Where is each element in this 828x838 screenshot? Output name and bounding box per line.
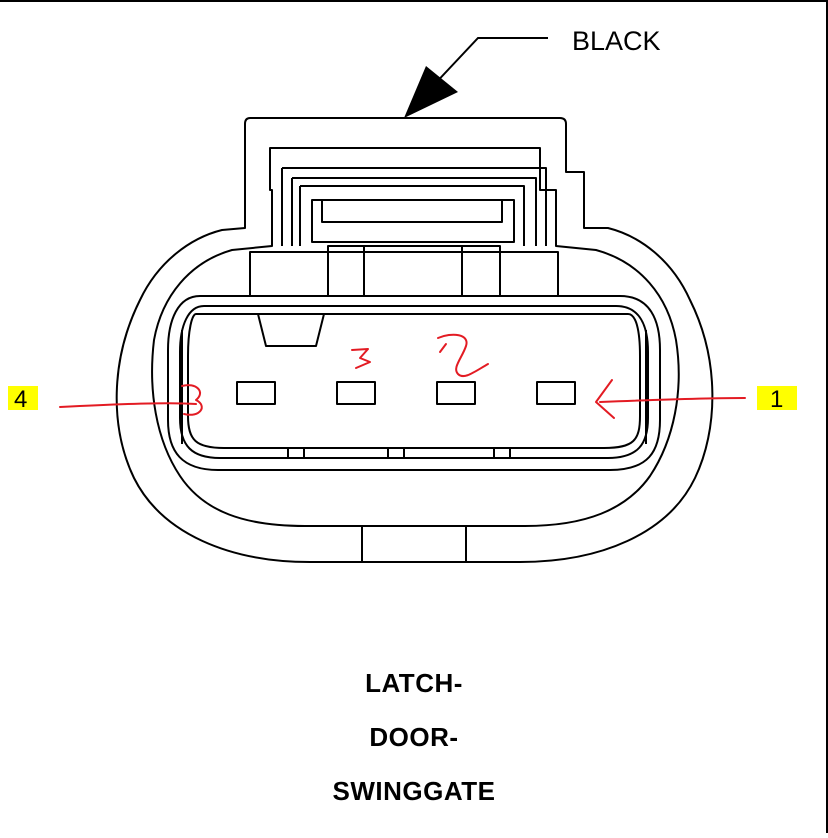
title-line-3: SWINGGATE (332, 776, 496, 806)
pin-right-highlight (757, 386, 797, 410)
housing-outer (115, 117, 714, 563)
pin-left-label: 4 (14, 386, 27, 413)
pin-cavity-2 (436, 381, 476, 405)
pin-cavity-4 (236, 381, 276, 405)
housing-inner (151, 147, 680, 527)
title-line-1: LATCH- (365, 668, 463, 698)
handwritten-2-mark (437, 333, 489, 378)
color-label: BLACK (572, 26, 661, 56)
bottom-notch (361, 526, 467, 562)
color-leader-arrow (404, 37, 548, 118)
latch-tower (281, 167, 547, 246)
arrow-to-pin-4 (59, 402, 197, 408)
title-line-2: DOOR- (369, 722, 459, 752)
pin-left-highlight (8, 386, 38, 410)
pin-cavity-3 (336, 381, 376, 405)
handwritten-3-mark (351, 348, 371, 369)
pin-right-label: 1 (770, 386, 783, 413)
handwritten-annotations (59, 333, 746, 419)
arrow-to-pin-1 (599, 397, 746, 403)
plug-face-outer (167, 295, 661, 471)
pin-cavity-1 (536, 381, 576, 405)
plug-face-inner (179, 305, 649, 459)
